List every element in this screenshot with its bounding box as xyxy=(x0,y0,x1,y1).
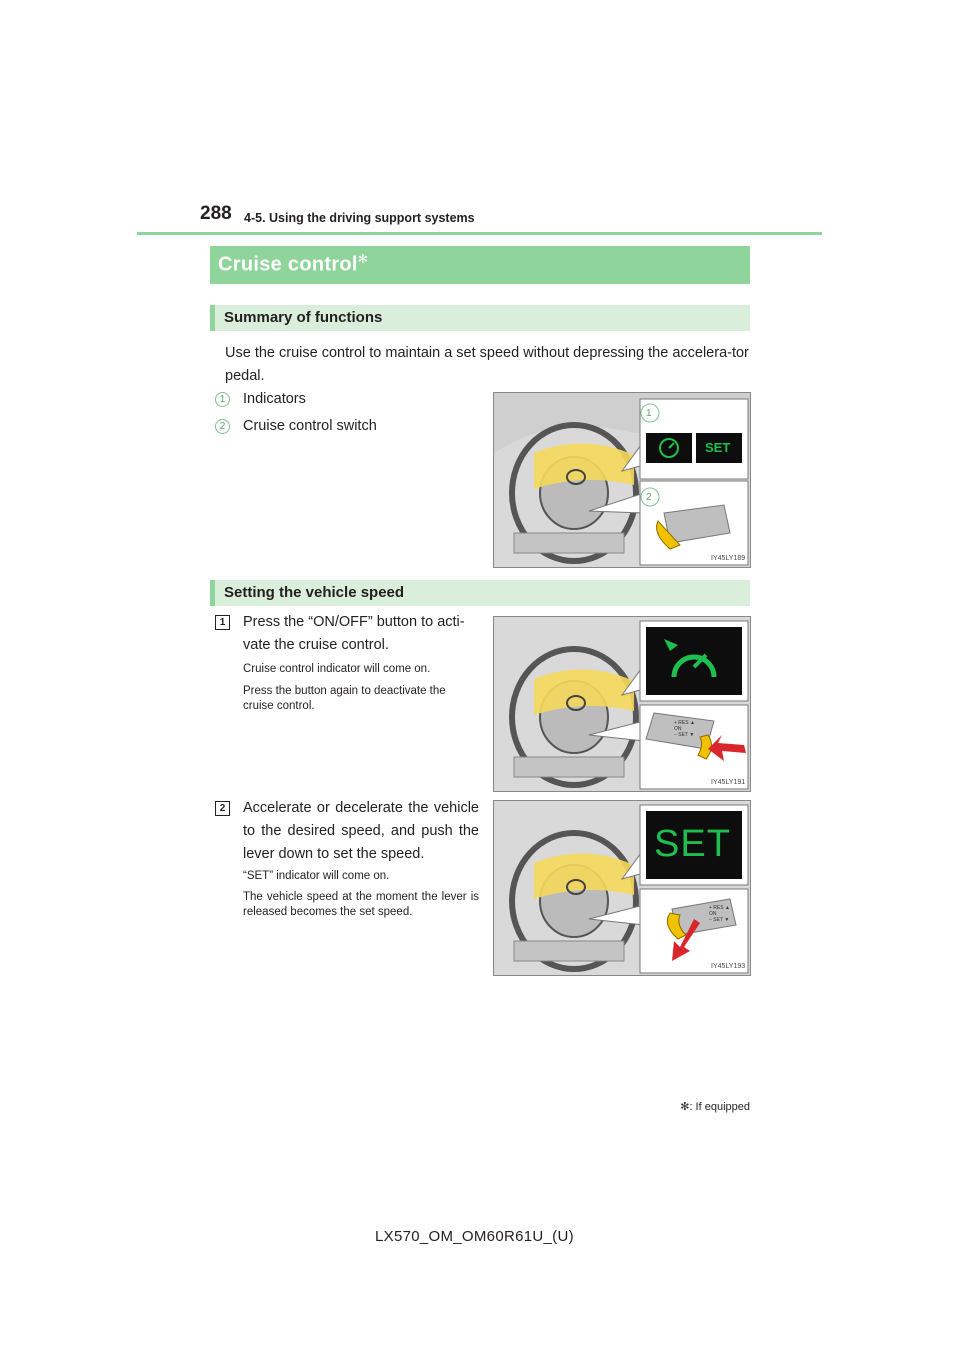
step-number-1: 1 xyxy=(215,615,230,630)
summary-illustration: 1 2 SET IY45LY189 xyxy=(493,392,751,568)
set-indicator-large: SET xyxy=(654,823,731,865)
if-equipped-marker: ✻ xyxy=(357,252,369,266)
item-number-1: 1 xyxy=(215,392,230,407)
step-2-text: Accelerate or decelerate the vehicle to … xyxy=(243,800,479,862)
item-label-switch: Cruise control switch xyxy=(243,418,377,434)
item-label-indicators: Indicators xyxy=(243,391,306,407)
step-1-note-1: Cruise control indicator will come on. xyxy=(243,663,431,675)
summary-heading-bar: Summary of functions xyxy=(210,305,750,331)
step-2-note-2: The vehicle speed at the moment the leve… xyxy=(243,891,479,918)
setting-heading-bar: Setting the vehicle speed xyxy=(210,580,750,606)
page-title: Cruise control✻ xyxy=(218,252,369,276)
setting-heading: Setting the vehicle speed xyxy=(224,584,405,601)
figure-code-1: IY45LY189 xyxy=(711,555,746,562)
footnote-marker: ✻ xyxy=(680,1101,690,1113)
footnote-text: : If equipped xyxy=(689,1101,750,1113)
title-bar: Cruise control✻ xyxy=(210,246,750,284)
item-number-2: 2 xyxy=(215,419,230,434)
document-code: LX570_OM_OM60R61U_(U) xyxy=(375,1228,574,1245)
lever-labels-2: + RES ▲ ON − SET ▼ xyxy=(709,905,730,923)
section-title: 4-5. Using the driving support systems xyxy=(244,211,475,225)
set-indicator-small: SET xyxy=(705,440,731,455)
step-1-text: Press the “ON/OFF” button to acti-vate t… xyxy=(243,614,465,653)
summary-intro: Use the cruise control to maintain a set… xyxy=(225,345,749,384)
header-rule xyxy=(137,232,822,235)
step-2-note-1: “SET” indicator will come on. xyxy=(243,870,390,882)
step-1-illustration: + RES ▲ ON − SET ▼ IY45LY191 xyxy=(493,616,751,792)
summary-heading: Summary of functions xyxy=(224,309,383,326)
step-2-illustration: SET + RES ▲ ON − SET ▼ IY45LY193 xyxy=(493,800,751,976)
step-number-2: 2 xyxy=(215,801,230,816)
page-number: 288 xyxy=(200,203,232,224)
callout-2: 2 xyxy=(646,492,652,503)
figure-code-3: IY45LY193 xyxy=(711,963,746,970)
figure-code-2: IY45LY191 xyxy=(711,779,746,786)
footnote: ✻: If equipped xyxy=(680,1100,750,1113)
step-1-note-2: Press the button again to deactivate the… xyxy=(243,685,446,712)
callout-1: 1 xyxy=(646,408,652,419)
lever-labels-1: + RES ▲ ON − SET ▼ xyxy=(674,720,695,738)
